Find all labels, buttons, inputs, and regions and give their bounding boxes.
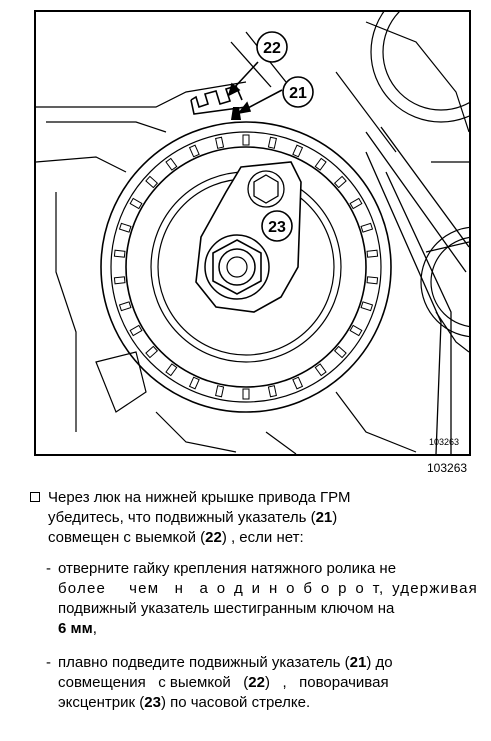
engine-outline <box>36 21 469 454</box>
pulley-slot <box>165 157 178 171</box>
pulley-slot <box>129 324 143 337</box>
callout-22-label: 22 <box>263 40 281 57</box>
step-1-line-2: более чем н а о д и н о б о р о т, удерж… <box>58 580 478 597</box>
step-1-line-1: отверните гайку крепления натяжного роли… <box>58 560 397 577</box>
pulley-slot <box>118 301 132 312</box>
step-2-line-3: эксцентрик (23) по часовой стрелке. <box>58 693 478 713</box>
ref-21: 21 <box>315 509 333 526</box>
step-1-line-3: подвижный указатель шестигранным ключом … <box>58 600 395 617</box>
instruction-line-2-end: ) <box>332 509 338 526</box>
ref-22: 22 <box>248 674 265 691</box>
size-6mm: 6 мм <box>58 620 93 637</box>
ref-23: 23 <box>144 694 161 711</box>
instruction-line-3-text: совмещен с выемкой ( <box>48 529 206 546</box>
pulley-slot <box>215 385 225 398</box>
pulley-slot <box>113 249 126 258</box>
instruction-text: Через люк на нижней крышке привода ГРМ у… <box>48 488 478 548</box>
pulley-slot <box>113 276 126 285</box>
step-2-line-1: плавно подведите подвижный указатель (21… <box>58 653 478 673</box>
callout-21: 21 <box>282 76 314 108</box>
callout-arrows <box>227 61 283 115</box>
step-2-line-2-end: ) , поворачивая <box>264 674 389 691</box>
pulley-slot <box>366 276 379 285</box>
crank-sprocket <box>420 226 469 338</box>
tensioner-pulley <box>100 121 392 413</box>
step-2-line-1-end: ) до <box>366 654 393 671</box>
ref-22: 22 <box>205 529 222 546</box>
step-2-text: плавно подведите подвижный указатель (21… <box>58 653 478 713</box>
eccentric-plate <box>195 161 302 313</box>
tensioner-pulley-drawing: 22 21 23 <box>36 12 469 454</box>
pulley-slot <box>292 144 304 158</box>
step-2-line-1-text: плавно подведите подвижный указатель ( <box>58 654 350 671</box>
pulley-slot <box>165 363 178 377</box>
cam-sprocket <box>370 12 469 123</box>
pulley-slot <box>314 363 327 377</box>
step-2-line-2: совмещения с выемкой (22) , поворачивая <box>58 673 478 693</box>
step-2-line-3-text: эксцентрик ( <box>58 694 145 711</box>
pulley-slot <box>242 388 250 400</box>
pulley-slot <box>267 385 277 398</box>
step-1-line-4-end: , <box>92 620 97 637</box>
callout-22: 22 <box>256 31 288 63</box>
callout-21-label: 21 <box>289 85 307 102</box>
figure-number: 103263 <box>427 461 468 475</box>
instruction-item: Через люк на нижней крышке привода ГРМ у… <box>30 488 478 548</box>
notch-22 <box>190 85 247 115</box>
pulley-slot <box>145 175 159 189</box>
technical-illustration: 22 21 23 103263 <box>34 10 471 456</box>
pulley-slot <box>129 197 143 210</box>
step-2: - плавно подведите подвижный указатель (… <box>30 653 478 713</box>
pulley-slot <box>314 157 327 171</box>
pulley-slot <box>349 324 363 337</box>
instruction-line-2: убедитесь, что подвижный указатель (21) <box>48 508 478 528</box>
pulley-slot <box>188 144 200 158</box>
pulley-slot <box>215 136 225 149</box>
step-2-line-3-end: ) по часовой стрелке. <box>160 694 311 711</box>
pulley-slot <box>333 175 347 189</box>
pulley-slot <box>292 376 304 390</box>
dash-bullet: - <box>46 654 51 671</box>
ref-21: 21 <box>349 654 367 671</box>
step-1: - отверните гайку крепления натяжного ро… <box>30 559 478 639</box>
step-2-line-2-text: совмещения с выемкой ( <box>58 674 249 691</box>
step-1-line-4: 6 мм, <box>58 619 478 639</box>
pulley-slot <box>267 136 277 149</box>
instruction-line-3: совмещен с выемкой (22) , если нет: <box>48 528 478 548</box>
pulley-slot <box>118 222 132 233</box>
pointer-21 <box>231 107 241 120</box>
step-1-text: отверните гайку крепления натяжного роли… <box>58 559 478 639</box>
checkbox-bullet-icon <box>30 492 40 502</box>
pulley-slot <box>360 301 374 312</box>
pulley-slots <box>113 134 379 400</box>
pulley-slot <box>349 197 363 210</box>
callout-23-label: 23 <box>268 219 286 236</box>
pulley-slot <box>366 249 379 258</box>
timing-belt <box>230 31 469 454</box>
pulley-slot <box>188 376 200 390</box>
figure-inner-number: 103263 <box>428 437 459 447</box>
dash-bullet: - <box>46 560 51 577</box>
instruction-line-1: Через люк на нижней крышке привода ГРМ <box>48 489 351 506</box>
pulley-slot <box>360 222 374 233</box>
instruction-block: Через люк на нижней крышке привода ГРМ у… <box>30 488 478 713</box>
callout-23: 23 <box>261 210 293 242</box>
pulley-slot <box>333 345 347 359</box>
instruction-line-2-text: убедитесь, что подвижный указатель ( <box>48 509 316 526</box>
instruction-line-3-end: ) , если нет: <box>221 529 304 546</box>
pulley-slot <box>145 345 159 359</box>
pulley-slot <box>242 134 250 146</box>
